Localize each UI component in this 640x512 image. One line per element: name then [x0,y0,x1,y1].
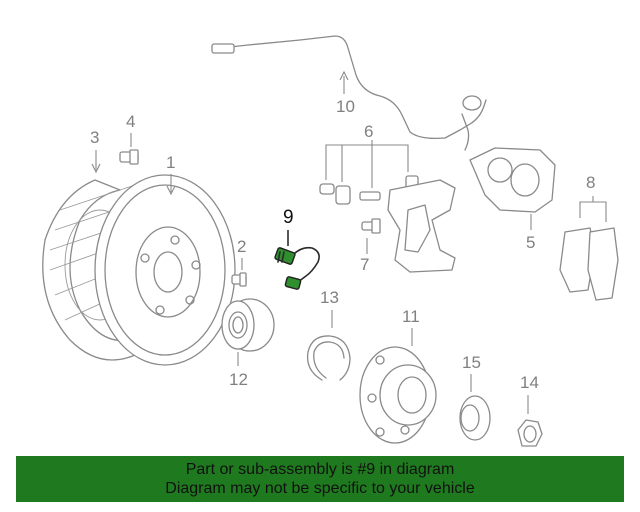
leader-1-arrow [166,185,176,196]
info-banner: Part or sub-assembly is #9 in diagram Di… [16,456,624,502]
banner-line-1: Part or sub-assembly is #9 in diagram [185,461,455,478]
part-13-circlip [306,335,351,381]
part-4-bolt [119,149,139,165]
part-14-axle-nut [517,419,543,447]
callout-9: 9 [283,207,294,228]
callout-4: 4 [126,112,135,131]
part-8-brake-pads [559,227,619,301]
leader-6-bracket [325,144,409,188]
part-11-wheel-hub [359,346,437,444]
callout-6: 6 [364,122,373,141]
part-5-brake-caliper [469,147,556,213]
leader-8 [579,196,607,222]
callout-14: 14 [520,373,539,392]
part-10-wear-sensor-cable [211,35,487,151]
callout-3: 3 [90,128,99,147]
part-15-cap [459,395,491,441]
part-9-brake-wear-sensor [274,246,320,290]
callout-12: 12 [229,370,248,389]
callout-15: 15 [462,353,481,372]
callout-10: 10 [336,97,355,116]
exploded-parts-diagram: 10 3 1 4 2 12 [42,35,619,447]
callout-11: 11 [402,307,420,326]
part-7-bolt [361,218,381,234]
callout-1: 1 [166,153,175,172]
callout-8: 8 [586,173,595,192]
callout-2: 2 [237,237,246,256]
part-1-brake-disc [94,174,236,366]
leader-10-arrow [339,70,349,81]
part-6-guide-pin-kit [319,175,419,205]
callout-7: 7 [360,255,369,274]
banner-line-2: Diagram may not be specific to your vehi… [165,480,475,497]
callout-5: 5 [526,233,535,252]
leader-3-arrow [91,163,101,174]
part-12-wheel-bearing [221,298,275,352]
callout-13: 13 [320,288,339,307]
part-2-screw [231,272,247,287]
caliper-carrier [387,179,456,273]
